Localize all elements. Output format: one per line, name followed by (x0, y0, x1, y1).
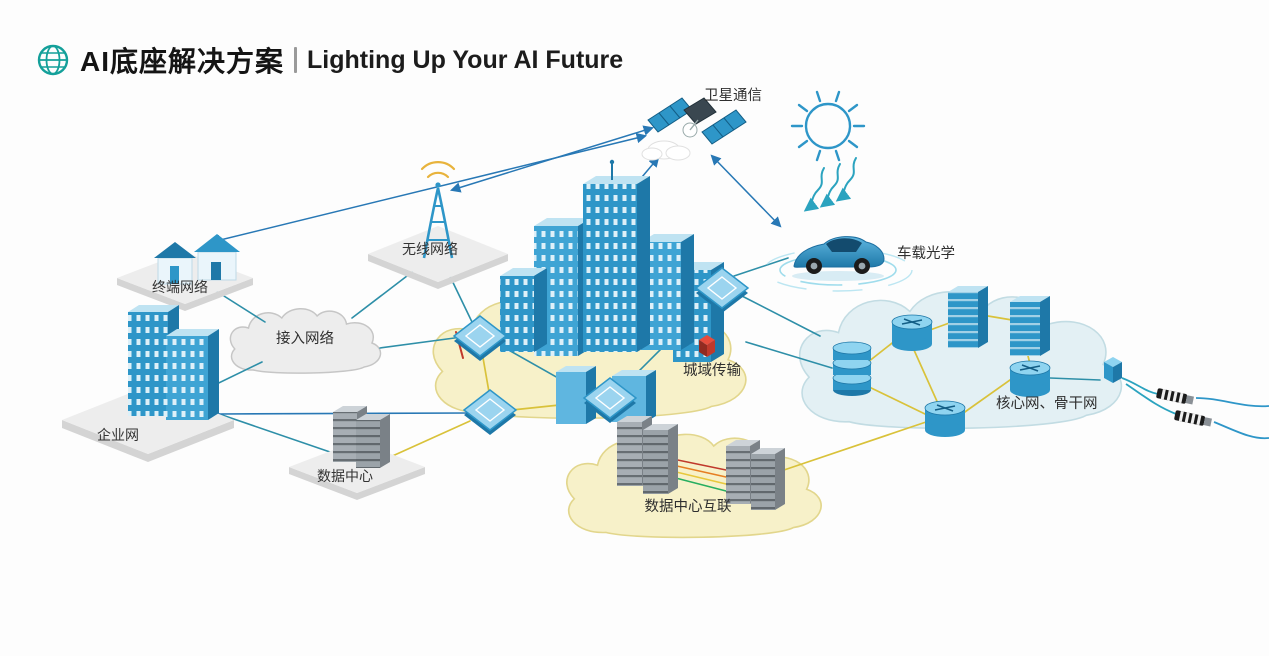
server-tower-icon (1010, 296, 1050, 356)
node-metro-transmission: 城域传输 (500, 159, 741, 424)
transmission-node-icon (462, 389, 518, 435)
node-satellite: 卫星通信 (641, 87, 762, 161)
red-cube-icon (699, 335, 715, 357)
transmission-node-icon (452, 315, 508, 361)
enterprise-network-label: 企业网 (97, 427, 139, 443)
satellite-links (209, 125, 782, 246)
vehicle-optics-label: 车载光学 (897, 245, 955, 262)
satellite-label: 卫星通信 (704, 87, 762, 104)
router-icon (924, 400, 966, 437)
page-header: AI底座解决方案 Lighting Up Your AI Future (36, 40, 623, 80)
sun-icon (790, 90, 866, 212)
access-network-label: 接入网络 (276, 330, 334, 347)
transmission-node-icon (582, 377, 638, 423)
core-network-label: 核心网、骨干网 (996, 395, 1098, 412)
server-tower-icon (948, 286, 988, 348)
datacenter-label: 数据中心 (317, 468, 373, 484)
fiber-egress (1104, 357, 1269, 440)
sunlight-arrows (803, 157, 857, 212)
fiber-connector-icon (1174, 410, 1212, 427)
metro-transmission-label: 城域传输 (683, 362, 741, 379)
signal-arcs-icon (420, 161, 456, 179)
server-cluster-icon (726, 440, 785, 510)
globe-icon (37, 44, 69, 76)
page-title-en: Lighting Up Your AI Future (307, 45, 624, 74)
transmission-nodes (452, 267, 750, 435)
houses-icon (154, 234, 240, 285)
car-icon (792, 236, 885, 281)
server-cluster-icon (617, 416, 678, 494)
node-vehicle-optics: 车载光学 (763, 236, 955, 292)
server-cabinet-icon (333, 406, 390, 468)
router-icon (891, 314, 933, 351)
transmission-node-icon (694, 267, 750, 313)
node-core-network: 核心网、骨干网 (832, 286, 1098, 437)
city-buildings-icon (500, 159, 724, 424)
terminal-network-label: 终端网络 (152, 279, 208, 295)
router-icon (1009, 360, 1051, 397)
satellite-icon (641, 97, 747, 161)
wireless-network-label: 无线网络 (402, 241, 458, 257)
node-enterprise-network: 企业网 (62, 305, 234, 462)
fiber-connector-icon (1156, 388, 1194, 405)
node-datacenter: 数据中心 (289, 406, 425, 500)
edge-device-icon (1104, 357, 1122, 383)
node-terminal-network: 终端网络 (117, 234, 253, 311)
office-buildings-icon (128, 305, 219, 420)
node-wireless-network: 无线网络 (368, 161, 508, 289)
dci-label: 数据中心互联 (645, 498, 732, 515)
node-access-network: 接入网络 (276, 330, 334, 347)
page-title-cn: AI底座解决方案 (80, 46, 285, 77)
title-divider (294, 47, 298, 73)
radio-tower-icon (422, 182, 454, 259)
node-dci: 数据中心互联 (617, 416, 785, 515)
database-stack-icon (832, 341, 872, 396)
